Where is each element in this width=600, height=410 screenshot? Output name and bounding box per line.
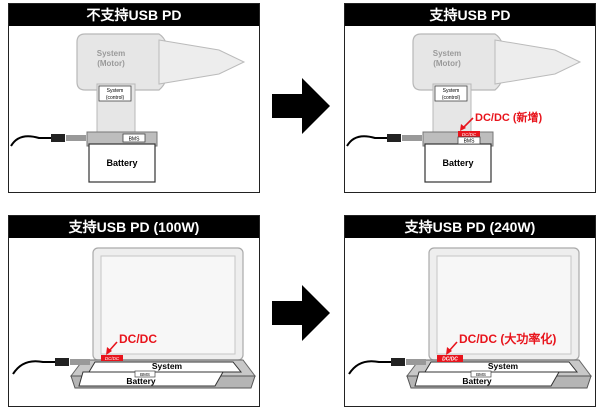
battery-label: Battery — [442, 158, 473, 168]
control-box — [434, 85, 468, 102]
panel-drill-no-pd: 不支持USB PD System (Motor) System (control… — [8, 3, 260, 193]
usb-cable — [348, 360, 393, 375]
bms-box — [457, 136, 481, 145]
system-label: System — [152, 361, 183, 371]
usb-port — [406, 359, 426, 365]
callout-arrow — [462, 117, 474, 129]
usb-cable — [346, 135, 389, 147]
motor-label-line2: (Motor) — [433, 59, 461, 68]
bms-label: BMS — [129, 137, 141, 143]
panel-title: 支持USB PD (240W) — [345, 216, 595, 238]
panel-title: 不支持USB PD — [9, 4, 259, 26]
callout-arrowhead — [446, 347, 452, 355]
panel-title: 支持USB PD — [345, 4, 595, 26]
dcdc-callout: DC/DC (新增) — [475, 110, 543, 124]
panel-title: 支持USB PD (100W) — [9, 216, 259, 238]
bms-label: BMS — [476, 372, 486, 377]
usb-port — [70, 359, 90, 365]
motor-label-line1: System — [97, 49, 125, 58]
dcdc-small-label: DC/DC — [105, 356, 120, 361]
bms-label: BMS — [140, 372, 150, 377]
system-label: System — [488, 361, 519, 371]
callout-arrow — [108, 341, 118, 352]
callout-arrow — [448, 341, 458, 352]
dcdc-small-label: DC/DC — [442, 357, 458, 363]
laptop-illustration — [70, 247, 256, 389]
usb-port — [66, 135, 86, 141]
control-label-line1: System — [107, 88, 124, 94]
control-label-line2: (control) — [442, 95, 461, 101]
panel-laptop-240w: 支持USB PD (240W) DC/DC System BMS Battery… — [344, 215, 596, 407]
laptop-240w-diagram: DC/DC System BMS Battery DC/DC (大功率化) — [348, 247, 592, 389]
usb-cable — [10, 135, 53, 147]
usb-port — [402, 135, 422, 141]
callout-arrowhead — [106, 347, 112, 355]
usb-plug — [55, 358, 69, 366]
motor-label-line1: System — [433, 49, 461, 58]
usb-cable — [12, 360, 57, 375]
control-label-line1: System — [443, 88, 460, 94]
dcdc-box — [437, 355, 463, 362]
dcdc-callout: DC/DC (大功率化) — [459, 331, 556, 346]
dcdc-small-label: DC/DC — [462, 132, 477, 137]
battery-label: Battery — [126, 376, 156, 386]
bms-box — [134, 370, 156, 378]
dcdc-box — [458, 131, 480, 137]
control-box — [98, 85, 132, 102]
arrow-right-icon — [272, 285, 330, 341]
control-label-line2: (control) — [106, 95, 125, 101]
dcdc-callout: DC/DC — [119, 332, 157, 346]
usb-plug — [51, 134, 65, 142]
dcdc-box — [101, 355, 123, 361]
arrow-right-icon — [272, 78, 330, 134]
bms-box — [122, 133, 146, 143]
usb-plug — [387, 134, 401, 142]
bms-label: BMS — [464, 139, 476, 145]
laptop-illustration — [406, 247, 592, 389]
usb-plug — [391, 358, 405, 366]
drill-pd-diagram: System (Motor) System (control) DC/DC BM… — [346, 33, 582, 183]
motor-label-line2: (Motor) — [97, 59, 125, 68]
callout-arrowhead — [460, 124, 466, 131]
panel-drill-pd: 支持USB PD System (Motor) System (control)… — [344, 3, 596, 193]
panel-laptop-100w: 支持USB PD (100W) DC/DC System BMS Battery… — [8, 215, 260, 407]
battery-label: Battery — [106, 158, 137, 168]
bms-box — [470, 370, 492, 378]
laptop-100w-diagram: DC/DC System BMS Battery DC/DC — [12, 247, 256, 389]
battery-label: Battery — [462, 376, 492, 386]
drill-diagram: System (Motor) System (control) BMS Batt… — [10, 33, 246, 183]
